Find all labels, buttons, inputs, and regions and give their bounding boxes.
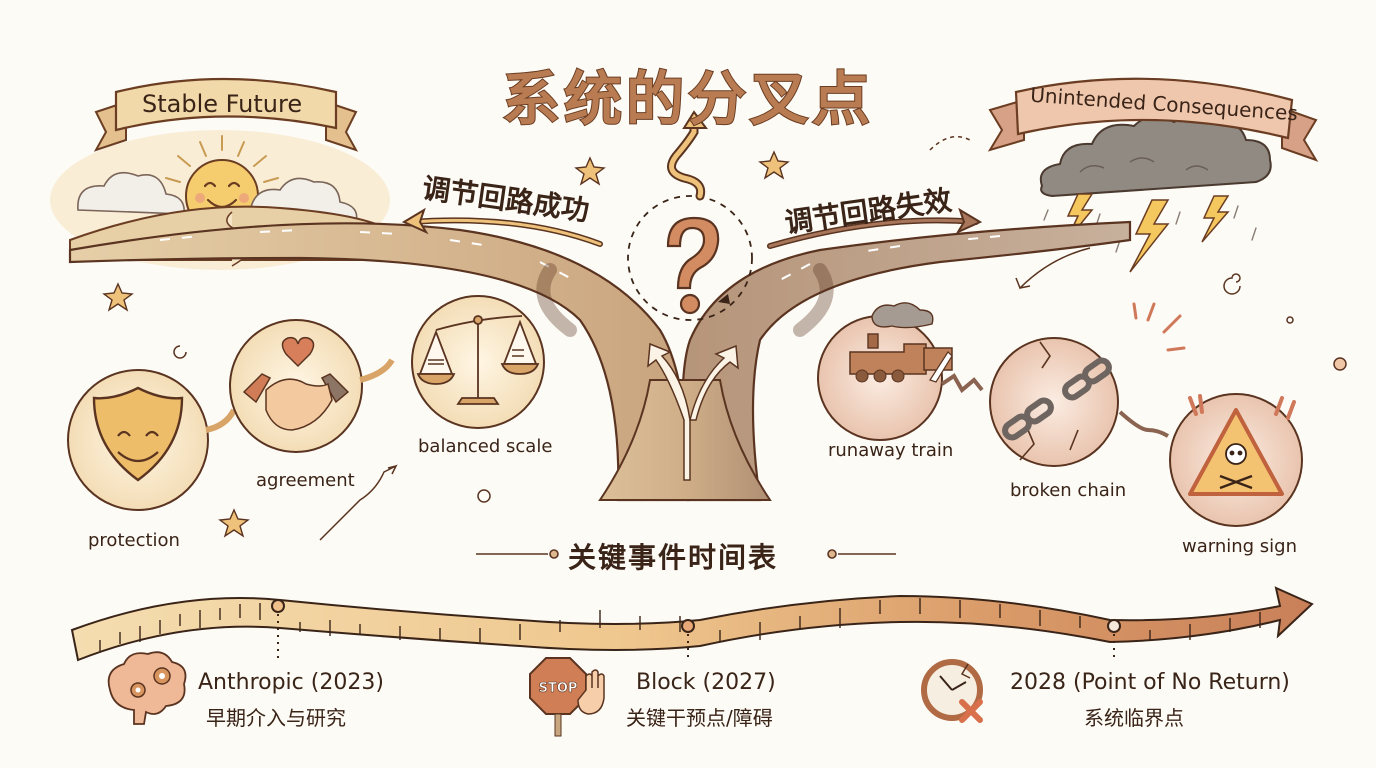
event-anthropic-subtitle: 早期介入与研究: [206, 706, 346, 730]
agreement-label: agreement: [256, 470, 355, 491]
steam-train-icon: [849, 302, 953, 383]
sun-rays-icon: [165, 135, 279, 183]
fork-arrows-icon: [647, 342, 739, 481]
timeline-ruler: [70, 586, 1314, 662]
brain-gears-icon: [107, 651, 187, 725]
timeline-markers: [271, 599, 1121, 633]
unintended-consequences-banner: [987, 77, 1319, 162]
ruler-ticks: [99, 598, 1261, 652]
event-anthropic-title: Anthropic (2023): [198, 670, 384, 695]
event-2028-title: 2028 (Point of No Return): [1010, 670, 1290, 695]
event-block-title: Block (2027): [636, 670, 776, 695]
svg-text:STOP: STOP: [539, 681, 578, 696]
smiling-shield-icon: [92, 386, 184, 482]
connector: [940, 373, 984, 394]
balanced-scale-label: balanced scale: [418, 436, 553, 457]
stable-future-banner: [93, 77, 359, 152]
page-title: 系统的分叉点: [501, 64, 874, 134]
protection-node: [67, 369, 209, 511]
timeline-leaders: [277, 614, 1115, 662]
warning-sign-label: warning sign: [1182, 536, 1298, 557]
stop-sign-hand-icon: STOP: [529, 657, 605, 737]
storm-scene: [1039, 115, 1272, 273]
balanced-scale-node: [411, 295, 545, 429]
balance-scale-icon: [416, 315, 540, 405]
skull-warning-icon: [1188, 408, 1284, 496]
decision-question: [627, 110, 753, 321]
star-icon: [102, 150, 790, 538]
timeline-header-lines: [476, 549, 896, 559]
stable-future-banner-label: Stable Future: [142, 90, 303, 118]
runaway-train-label: runaway train: [828, 440, 954, 461]
success-arrow-icon: [401, 207, 603, 247]
question-mark-icon: [666, 216, 720, 315]
timeline-title: 关键事件时间表: [568, 541, 779, 574]
agreement-node: [229, 319, 363, 453]
protection-label: protection: [88, 530, 180, 551]
broken-chain-node: [989, 302, 1186, 467]
handshake-heart-icon: [242, 336, 350, 431]
broken-chain-icon: [1002, 357, 1112, 441]
event-2028-subtitle: 系统临界点: [1084, 706, 1184, 730]
broken-clock-icon: [921, 659, 983, 723]
connector: [205, 408, 237, 433]
squiggle-up-arrow-icon: [667, 110, 708, 201]
connector: [1118, 410, 1170, 438]
runaway-train-node: [817, 302, 953, 441]
warning-sign-node: [1169, 393, 1303, 527]
broken-chain-label: broken chain: [1010, 480, 1127, 501]
failure-arrow-icon: [767, 207, 983, 249]
connector: [359, 358, 395, 383]
event-block-subtitle: 关键干预点/障碍: [626, 706, 773, 730]
